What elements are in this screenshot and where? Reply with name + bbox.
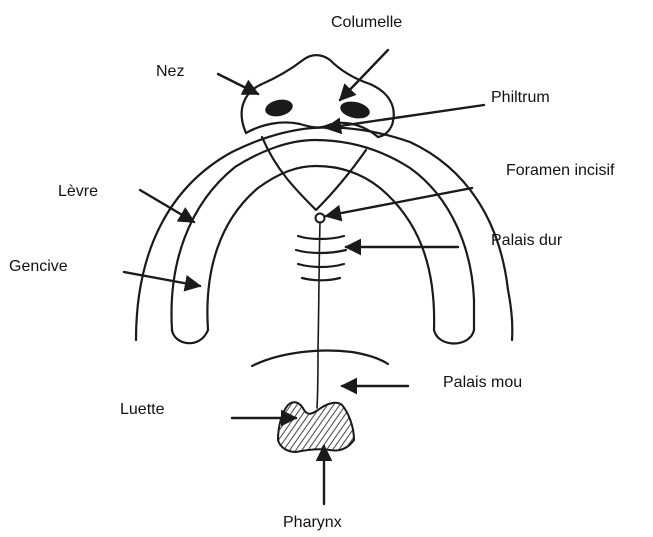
label-luette: Luette <box>120 401 164 419</box>
ruga-1 <box>298 236 344 239</box>
gencive-arrow <box>124 272 200 286</box>
label-nez: Nez <box>156 63 184 81</box>
soft-palate-arc <box>252 351 388 366</box>
label-levre: Lèvre <box>58 183 98 201</box>
ruga-4 <box>302 278 340 280</box>
lip-outer-arch <box>136 128 512 340</box>
nez-arrow <box>218 74 258 94</box>
label-palais-mou: Palais mou <box>443 374 522 392</box>
ruga-2 <box>296 250 346 253</box>
label-pharynx: Pharynx <box>283 514 342 532</box>
label-gencive: Gencive <box>9 258 68 276</box>
label-philtrum: Philtrum <box>491 89 550 107</box>
levre-arrow <box>140 190 194 222</box>
foramen-dot <box>316 214 325 223</box>
label-columelle: Columelle <box>331 14 402 32</box>
columelle-arrow <box>340 50 388 100</box>
gum-left-end <box>172 330 208 343</box>
gum-arch <box>172 140 474 330</box>
median-raphe <box>317 222 320 408</box>
right-nostril <box>339 99 372 121</box>
label-palais-dur: Palais dur <box>491 232 562 250</box>
left-nostril <box>264 97 295 118</box>
pharynx-shape <box>278 402 354 452</box>
label-foramen-incisif: Foramen incisif <box>506 162 614 180</box>
philtrum-outline <box>262 137 366 210</box>
gum-right-end <box>434 330 474 344</box>
ruga-3 <box>298 264 344 267</box>
